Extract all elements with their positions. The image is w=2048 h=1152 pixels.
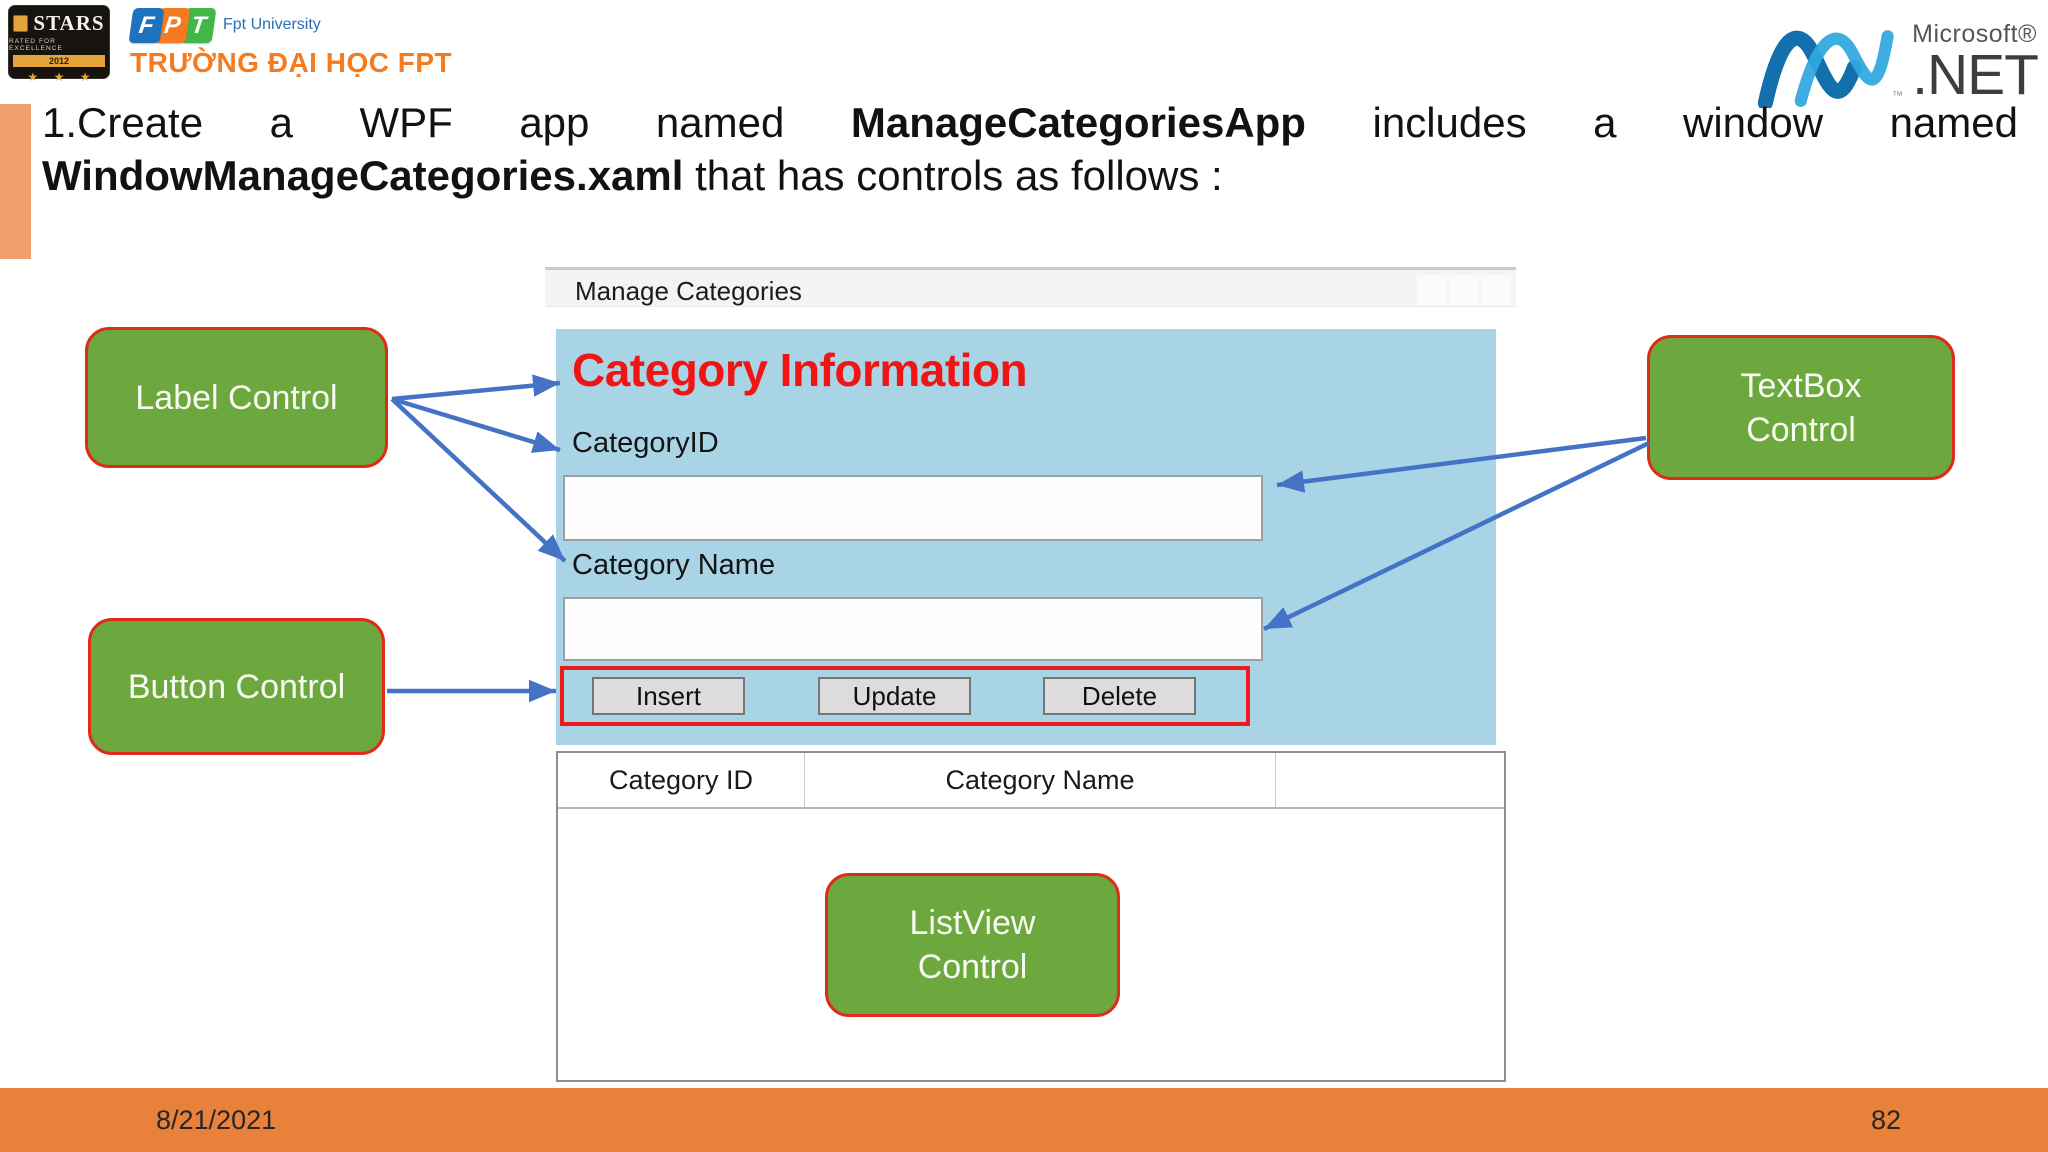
stars-tagline: RATED FOR EXCELLENCE — [9, 38, 63, 52]
heading-line1-prefix: 1.Create a WPF app named — [42, 99, 785, 146]
category-form-panel: Category Information CategoryID Category… — [556, 329, 1496, 745]
maximize-button[interactable] — [1449, 275, 1479, 305]
buttons-highlight-outline: Insert Update Delete — [560, 666, 1250, 726]
fpt-tiles-icon: F P T — [128, 8, 217, 43]
listview-header-row: Category ID Category Name — [558, 753, 1504, 809]
fpt-university-wordmark: Fpt University — [223, 16, 321, 33]
slide-heading: 1.Create a WPF app named ManageCategorie… — [42, 96, 2018, 202]
listview-column-category-name[interactable]: Category Name — [805, 753, 1276, 807]
callout-textbox-line1: TextBox — [1740, 366, 1862, 405]
dotnet-wave-icon — [1757, 30, 1894, 108]
fpt-logo: F P T Fpt University — [128, 8, 321, 43]
category-name-input[interactable] — [563, 597, 1263, 661]
listview-column-empty[interactable] — [1276, 753, 1504, 807]
minimize-button[interactable] — [1417, 275, 1447, 305]
arrow-label-to-categoryname — [390, 397, 567, 563]
heading-line-1: 1.Create a WPF app named ManageCategorie… — [42, 96, 2018, 149]
arrow-label-to-heading — [391, 374, 561, 402]
categories-listview[interactable]: Category ID Category Name — [556, 751, 1506, 1082]
categoryid-input[interactable] — [563, 475, 1263, 541]
stars-badge-logo: STARS RATED FOR EXCELLENCE 2012 ★ ★ ★ — [8, 5, 110, 84]
dotnet-tm-mark: ™ — [1892, 90, 1904, 102]
arrow-label-to-categoryid — [391, 396, 561, 453]
mock-window-titlebar: Manage Categories — [545, 267, 1516, 307]
callout-textbox-control: TextBox Control — [1647, 335, 1955, 480]
dotnet-logo: ™ Microsoft® .NET — [1746, 12, 2039, 108]
dotnet-wordmark: .NET — [1912, 42, 2039, 107]
slide-footer: 8/21/2021 82 — [0, 1088, 2048, 1152]
update-button[interactable]: Update — [818, 677, 971, 715]
fpt-letter-f: F — [128, 8, 165, 43]
close-button[interactable] — [1481, 275, 1511, 305]
callout-listview-line2: Control — [917, 948, 1028, 986]
heading-app-name: ManageCategoriesApp — [850, 99, 1306, 146]
footer-date: 8/21/2021 — [156, 1105, 277, 1135]
stars-title: STARS — [33, 11, 105, 35]
category-information-heading: Category Information — [572, 344, 1028, 396]
listview-column-category-id[interactable]: Category ID — [558, 753, 805, 807]
insert-button[interactable]: Insert — [592, 677, 745, 715]
categoryid-label: CategoryID — [572, 427, 719, 459]
stars-book-icon — [13, 15, 29, 32]
heading-line2-suffix: that has controls as follows : — [683, 152, 1223, 199]
footer-page-number: 82 — [1870, 1105, 1901, 1135]
heading-window-name: WindowManageCategories.xaml — [42, 152, 684, 199]
callout-button-control-text: Button Control — [127, 667, 346, 706]
mock-window-title: Manage Categories — [575, 276, 802, 306]
callout-listview-line1: ListView — [909, 904, 1036, 942]
microsoft-wordmark: Microsoft® — [1912, 19, 2037, 48]
callout-label-control-text: Label Control — [135, 378, 338, 417]
callout-listview-control: ListView Control — [825, 873, 1120, 1017]
mock-window-controls — [1417, 275, 1511, 305]
callout-button-control: Button Control — [88, 618, 385, 755]
stars-stars-icon: ★ ★ ★ — [27, 70, 97, 84]
stars-year: 2012 — [13, 55, 105, 67]
left-accent-bar — [0, 104, 31, 259]
fpt-school-name: TRƯỜNG ĐẠI HỌC FPT — [130, 47, 453, 78]
callout-textbox-line2: Control — [1746, 410, 1856, 449]
delete-button[interactable]: Delete — [1043, 677, 1196, 715]
callout-label-control: Label Control — [85, 327, 388, 468]
heading-line-2: WindowManageCategories.xaml that has con… — [42, 149, 2018, 202]
category-name-label: Category Name — [572, 549, 776, 581]
heading-line1-suffix: includes a window named — [1372, 99, 2019, 146]
